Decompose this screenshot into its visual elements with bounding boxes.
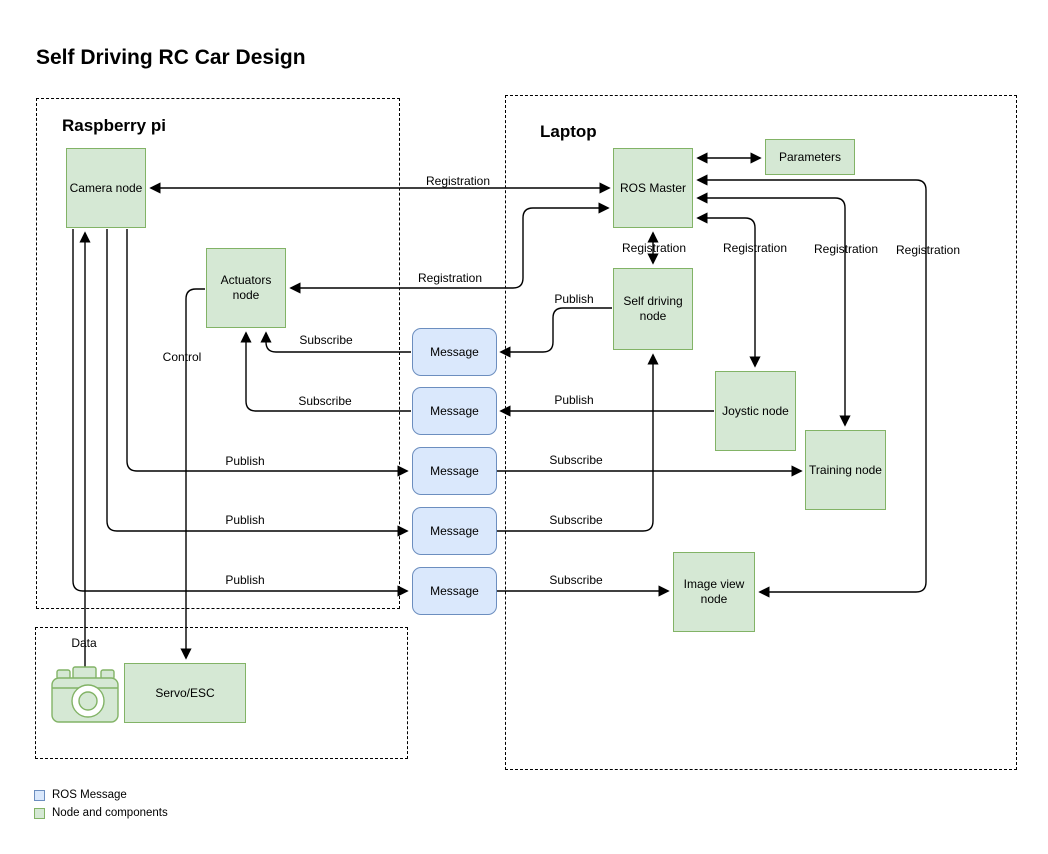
edge-actuators-control-servo bbox=[180, 288, 205, 660]
group-box-raspberry-pi bbox=[36, 98, 400, 609]
node-servo-esc: Servo/ESC bbox=[124, 663, 246, 723]
edge-label-training-registration: Registration bbox=[813, 242, 879, 256]
message-box-message-3: Message bbox=[412, 447, 497, 495]
page-title: Self Driving RC Car Design bbox=[36, 46, 306, 69]
legend-swatch-ros-message bbox=[34, 789, 45, 801]
edge-label-msg1-subscribe: Subscribe bbox=[299, 333, 353, 347]
edge-label-msg2-subscribe: Subscribe bbox=[298, 394, 352, 408]
edge-label-msg4-subscribe: Subscribe bbox=[549, 513, 603, 527]
edge-label-msg5-subscribe: Subscribe bbox=[549, 573, 603, 587]
edge-label-selfdriving-publish: Publish bbox=[554, 292, 594, 306]
edge-label-camera-registration: Registration bbox=[425, 174, 491, 188]
edge-label-camera-publish-2: Publish bbox=[225, 513, 265, 527]
edge-master-training-registration bbox=[696, 192, 851, 427]
node-joystic-node: Joystic node bbox=[715, 371, 796, 451]
edge-label-msg3-subscribe: Subscribe bbox=[549, 453, 603, 467]
edge-label-joystic-registration: Registration bbox=[722, 241, 788, 255]
camera-icon bbox=[51, 666, 119, 723]
node-self-driving-node: Self driving node bbox=[613, 268, 693, 350]
edge-selfdriving-publish-message1 bbox=[499, 307, 612, 358]
message-box-message-4: Message bbox=[412, 507, 497, 555]
legend-label-node-and-components: Node and components bbox=[52, 807, 168, 819]
group-label-laptop: Laptop bbox=[540, 122, 597, 141]
edge-label-actuators-registration: Registration bbox=[417, 271, 483, 285]
message-box-message-5: Message bbox=[412, 567, 497, 615]
message-box-message-2: Message bbox=[412, 387, 497, 435]
message-box-message-1: Message bbox=[412, 328, 497, 376]
node-training-node: Training node bbox=[805, 430, 886, 510]
edge-label-camera-publish-3: Publish bbox=[225, 573, 265, 587]
edge-camera-publish-message3 bbox=[126, 229, 409, 477]
node-image-view-node: Image view node bbox=[673, 552, 755, 632]
edge-label-imageview-registration: Registration bbox=[895, 243, 961, 257]
group-box-hardware bbox=[35, 627, 408, 759]
node-camera-node: Camera node bbox=[66, 148, 146, 228]
edge-actuators-master-registration bbox=[289, 202, 610, 294]
edge-message1-subscribe-actuators bbox=[260, 331, 411, 353]
edge-label-selfdriving-registration: Registration bbox=[621, 241, 687, 255]
edge-master-imageview-registration bbox=[696, 174, 927, 598]
edge-camera-publish-message4 bbox=[106, 229, 409, 537]
group-box-laptop bbox=[505, 95, 1017, 770]
edge-camera-publish-message5 bbox=[72, 229, 409, 597]
group-label-raspberry-pi: Raspberry pi bbox=[62, 116, 166, 135]
legend-row-ros-message: ROS Message bbox=[34, 786, 168, 804]
node-ros-master: ROS Master bbox=[613, 148, 693, 228]
edge-label-control: Control bbox=[162, 350, 202, 364]
node-parameters: Parameters bbox=[765, 139, 855, 175]
edge-message2-subscribe-actuators bbox=[240, 331, 411, 412]
legend-swatch-node-and-components bbox=[34, 807, 45, 819]
edge-label-camera-publish-1: Publish bbox=[225, 454, 265, 468]
legend-row-node-and-components: Node and components bbox=[34, 804, 168, 822]
legend-label-ros-message: ROS Message bbox=[52, 789, 127, 801]
edge-label-joystic-publish: Publish bbox=[554, 393, 594, 407]
edge-label-data: Data bbox=[71, 636, 97, 650]
edge-message4-subscribe-selfdriving bbox=[496, 353, 659, 532]
node-actuators-node: Actuators node bbox=[206, 248, 286, 328]
